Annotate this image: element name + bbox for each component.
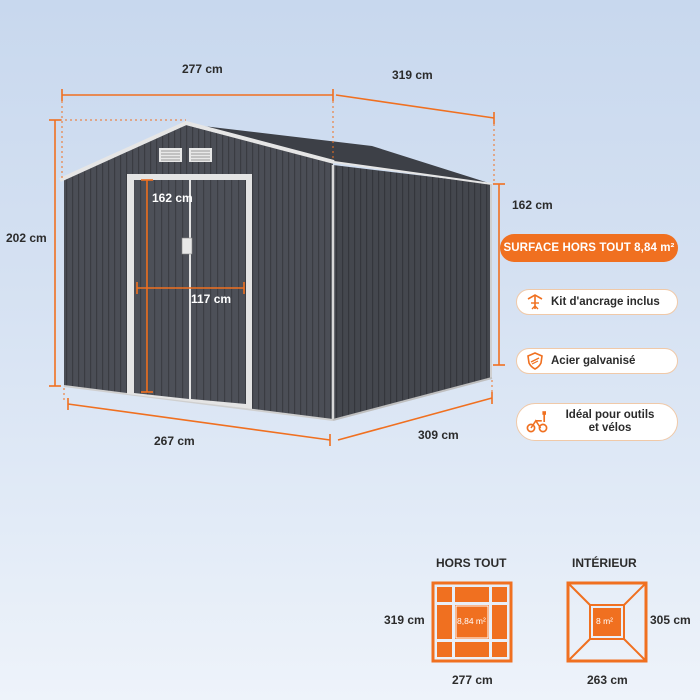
side-wall [333,165,492,420]
feature-galvanized-steel: Acier galvanisé [516,348,678,374]
plan-exterior-area: 8,84 m² [457,616,486,626]
plan-exterior-title: HORS TOUT [436,556,507,570]
feature-anchor-kit-label: Kit d'ancrage inclus [551,295,660,308]
feature-tools-bikes-line2: et vélos [588,422,632,434]
dim-line-base-depth [337,397,493,441]
dim-line-base-width [67,403,331,441]
shield-icon [527,352,543,370]
label-top-width: 277 cm [182,62,223,76]
plan-exterior-bottom: 277 cm [452,673,493,687]
label-base-depth: 309 cm [418,428,459,442]
feature-galvanized-steel-label: Acier galvanisé [551,354,636,367]
plan-interior-area: 8 m² [596,616,613,626]
plan-exterior-side: 319 cm [384,613,425,627]
anchor-kit-icon [527,294,543,310]
label-base-width: 267 cm [154,434,195,448]
base-trim-front [63,385,334,421]
feature-tools-bikes-line1: Idéal pour outils [565,409,655,421]
plan-interior-side: 305 cm [650,613,691,627]
label-top-depth: 319 cm [392,68,433,82]
door-handle [181,237,193,255]
label-height-total: 202 cm [6,231,47,245]
plan-interior-bottom: 263 cm [587,673,628,687]
plan-exterior [431,581,513,663]
roof-trim [59,120,335,182]
tools-bike-icon [526,411,548,433]
roof-right [186,124,492,184]
feature-anchor-kit: Kit d'ancrage inclus [516,289,678,315]
label-door-height: 162 cm [152,191,193,205]
roof-trim-side [333,161,493,185]
surface-banner: SURFACE HORS TOUT 8,84 m² [500,234,678,262]
base-trim-side [332,377,493,421]
door-left [134,180,189,399]
dim-line-top-depth [335,94,495,119]
plan-interior-title: INTÉRIEUR [572,556,637,570]
plan-interior [566,581,648,663]
feature-tools-bikes: Idéal pour outils et vélos [516,403,678,441]
door-right [191,180,246,404]
label-height-side: 162 cm [512,198,553,212]
label-door-width: 117 cm [191,292,232,306]
